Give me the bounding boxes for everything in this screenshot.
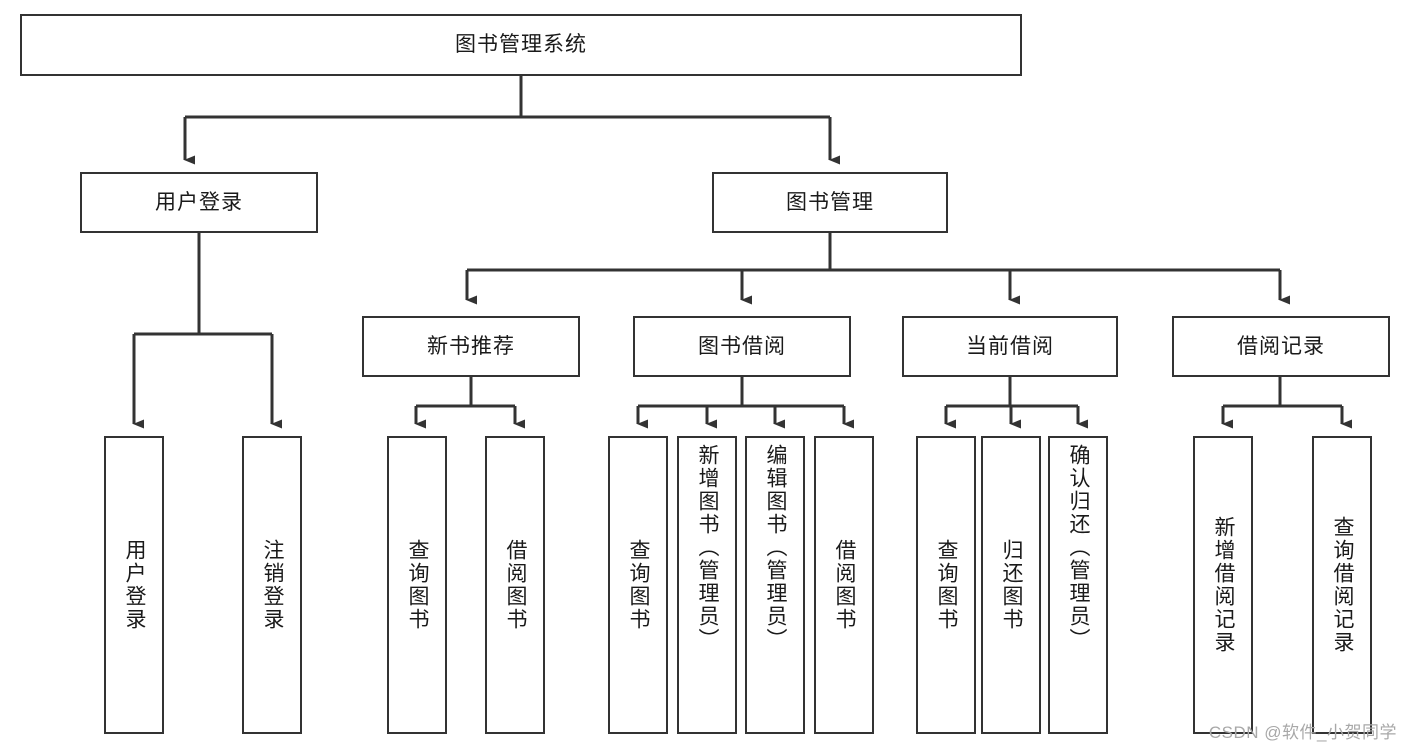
leaf-user-login-logout[interactable]: 注销登录	[242, 436, 302, 734]
node-borrow-record[interactable]: 借阅记录	[1172, 316, 1390, 377]
leaf-new-book-query-label: 查询图书	[406, 539, 430, 631]
node-new-book-recommend[interactable]: 新书推荐	[362, 316, 580, 377]
leaf-record-query[interactable]: 查询借阅记录	[1312, 436, 1372, 734]
node-book-borrow-label: 图书借阅	[698, 334, 786, 358]
leaf-borrow-edit-book[interactable]: 编辑图书（管理员）	[745, 436, 805, 734]
node-current-borrow-label: 当前借阅	[966, 334, 1054, 358]
leaf-current-query-book[interactable]: 查询图书	[916, 436, 976, 734]
leaf-current-query-book-label: 查询图书	[935, 539, 959, 631]
node-book-borrow[interactable]: 图书借阅	[633, 316, 851, 377]
leaf-user-login-login-label: 用户登录	[123, 539, 147, 631]
leaf-borrow-borrow-book-label: 借阅图书	[833, 539, 857, 631]
leaf-borrow-query-book-label: 查询图书	[627, 539, 651, 631]
leaf-user-login-login[interactable]: 用户登录	[104, 436, 164, 734]
leaf-borrow-add-book-label: 新增图书（管理员）	[696, 444, 720, 651]
leaf-borrow-add-book[interactable]: 新增图书（管理员）	[677, 436, 737, 734]
leaf-borrow-borrow-book[interactable]: 借阅图书	[814, 436, 874, 734]
leaf-borrow-edit-book-label: 编辑图书（管理员）	[764, 444, 788, 651]
node-borrow-record-label: 借阅记录	[1237, 334, 1325, 358]
leaf-current-return-book-label: 归还图书	[1000, 539, 1024, 631]
node-user-login-label: 用户登录	[155, 190, 243, 214]
leaf-new-book-borrow-label: 借阅图书	[504, 539, 528, 631]
leaf-record-add[interactable]: 新增借阅记录	[1193, 436, 1253, 734]
leaf-record-query-label: 查询借阅记录	[1331, 516, 1355, 654]
leaf-current-confirm-return[interactable]: 确认归还（管理员）	[1048, 436, 1108, 734]
leaf-borrow-query-book[interactable]: 查询图书	[608, 436, 668, 734]
node-new-book-recommend-label: 新书推荐	[427, 334, 515, 358]
leaf-current-return-book[interactable]: 归还图书	[981, 436, 1041, 734]
node-current-borrow[interactable]: 当前借阅	[902, 316, 1118, 377]
leaf-current-confirm-return-label: 确认归还（管理员）	[1067, 444, 1091, 651]
leaf-record-add-label: 新增借阅记录	[1212, 516, 1236, 654]
leaf-new-book-borrow[interactable]: 借阅图书	[485, 436, 545, 734]
node-user-login[interactable]: 用户登录	[80, 172, 318, 233]
node-root[interactable]: 图书管理系统	[20, 14, 1022, 76]
leaf-new-book-query[interactable]: 查询图书	[387, 436, 447, 734]
node-book-management[interactable]: 图书管理	[712, 172, 948, 233]
leaf-user-login-logout-label: 注销登录	[261, 539, 285, 631]
node-root-label: 图书管理系统	[455, 33, 587, 57]
node-book-management-label: 图书管理	[786, 190, 874, 214]
csdn-watermark: CSDN @软件_小贺同学	[1208, 723, 1397, 742]
